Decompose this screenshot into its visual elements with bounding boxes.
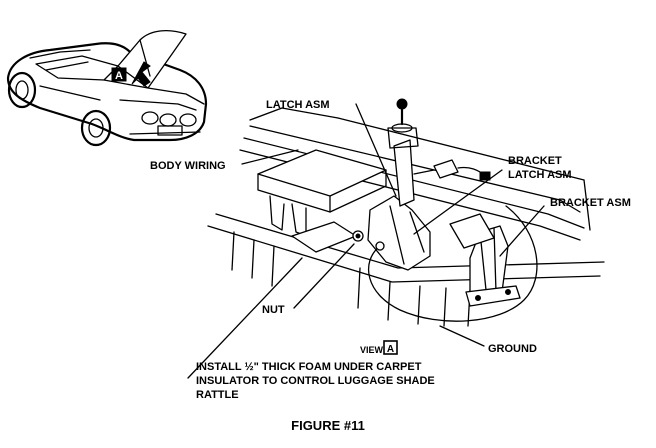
latch-asm-label: LATCH ASM bbox=[266, 99, 330, 111]
body-wiring-label: BODY WIRING bbox=[150, 160, 226, 172]
bracket-asm-label: BRACKET ASM bbox=[550, 197, 631, 209]
figure-caption: FIGURE #11 bbox=[291, 418, 365, 433]
view-label: VIEW bbox=[360, 345, 384, 355]
nut-label: NUT bbox=[262, 304, 285, 316]
leader-lines bbox=[187, 103, 545, 379]
car-illustration: A bbox=[6, 29, 208, 147]
view-box bbox=[383, 340, 398, 355]
car-callout-letter: A bbox=[115, 70, 123, 82]
rear-compartment-drawing bbox=[207, 98, 605, 327]
install-note-line2: INSULATOR TO CONTROL LUGGAGE SHADE bbox=[196, 375, 435, 387]
install-note-line1: INSTALL ½" THICK FOAM UNDER CARPET bbox=[196, 361, 422, 373]
install-note-line3: RATTLE bbox=[196, 389, 239, 401]
bracket-latch-asm-label-line2: LATCH ASM bbox=[508, 169, 572, 181]
bracket-latch-asm-label-line1: BRACKET bbox=[508, 155, 562, 167]
ground-label: GROUND bbox=[488, 343, 537, 355]
view-letter: A bbox=[387, 344, 394, 355]
